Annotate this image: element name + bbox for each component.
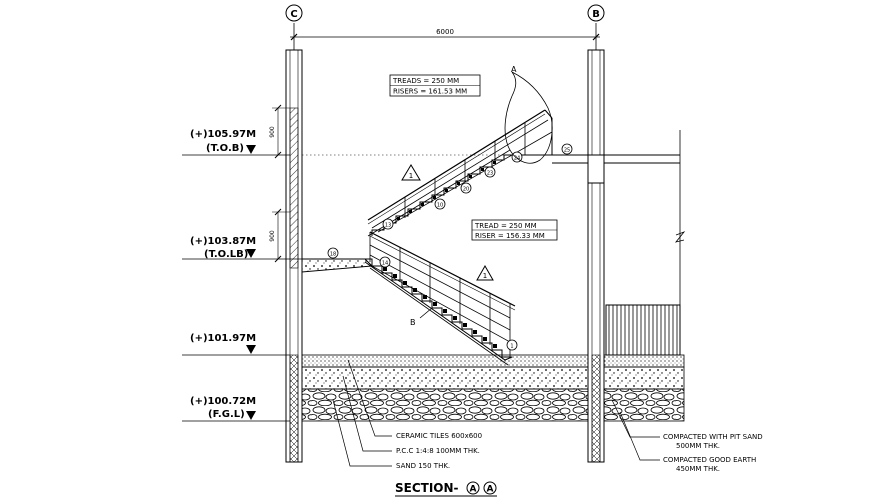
vertical-dimension-upper: 900 (269, 104, 290, 159)
material-leaders-right (611, 399, 660, 461)
span-dimension: 6000 (290, 28, 600, 41)
svg-text:1: 1 (409, 172, 413, 180)
step-marker: 25 (561, 143, 573, 155)
ground-floor-layers (301, 354, 685, 422)
grid-marker-c: C (285, 4, 303, 50)
level-marker-fgl: (+)100.72M (F.G.L) (182, 396, 290, 422)
svg-text:B: B (410, 318, 416, 327)
svg-text:20: 20 (463, 187, 469, 193)
svg-text:900: 900 (269, 230, 276, 242)
section-title: SECTION- A A (395, 481, 497, 497)
tread-note: TREAD = 250 MM (474, 222, 537, 230)
level-marker-tolb: (+)103.87M (T.O.LB) (182, 236, 302, 260)
risers-note: RISERS = 161.53 MM (393, 88, 467, 96)
svg-text:1: 1 (483, 272, 487, 280)
svg-text:(T.O.B): (T.O.B) (206, 143, 244, 154)
svg-text:900: 900 (269, 126, 276, 138)
grid-marker-b: B (587, 4, 605, 50)
svg-text:18: 18 (330, 252, 336, 258)
step-marker: 18 (327, 247, 339, 259)
svg-text:25: 25 (564, 148, 570, 154)
handrail-lower (369, 231, 516, 358)
svg-text:(+)105.97M: (+)105.97M (190, 129, 256, 140)
left-wall (285, 49, 303, 463)
material-leaders-left (332, 359, 392, 467)
svg-text:(T.O.LB): (T.O.LB) (204, 249, 248, 260)
material-note: CERAMIC TILES 600x600 (396, 432, 482, 440)
svg-text:(+)101.97M: (+)101.97M (190, 333, 256, 344)
riser-note: RISER = 156.33 MM (475, 232, 545, 240)
svg-text:13: 13 (385, 223, 391, 229)
svg-text:(+)103.87M: (+)103.87M (190, 236, 256, 247)
mid-landing (301, 258, 374, 273)
tread-riser-note-mid: TREAD = 250 MM RISER = 156.33 MM (471, 219, 558, 241)
callout-a: A (504, 65, 553, 164)
flight-mark-lower: 1 (476, 264, 494, 281)
material-note: COMPACTED WITH PIT SAND (663, 433, 763, 441)
flight-mark-upper: 1 (401, 164, 421, 181)
svg-text:A: A (511, 65, 517, 74)
boundary-railing (605, 304, 681, 356)
handrail-upper (367, 109, 553, 233)
svg-text:A: A (487, 485, 494, 495)
callout-b: B (410, 307, 433, 327)
grid-label-b: B (592, 9, 600, 20)
material-note: COMPACTED GOOD EARTH (663, 456, 756, 464)
svg-text:1: 1 (510, 344, 513, 350)
step-marker: 14 (379, 256, 391, 268)
level-marker-tob: (+)105.97M (T.O.B) (182, 129, 290, 156)
step-marker: 10 (434, 198, 446, 210)
treads-note: TREADS = 250 MM (392, 77, 459, 85)
step-marker: 23 (484, 166, 496, 178)
svg-text:(F.G.L): (F.G.L) (208, 409, 245, 420)
step-marker: 13 (382, 218, 394, 230)
material-note: P.C.C 1:4:8 100MM THK. (396, 447, 480, 455)
step-marker: 1 (506, 339, 518, 351)
svg-text:(+)100.72M: (+)100.72M (190, 396, 256, 407)
right-wall (587, 49, 605, 463)
material-note: SAND 150 THK. (396, 462, 450, 470)
svg-text:A: A (470, 485, 477, 495)
tread-riser-note-top: TREADS = 250 MM RISERS = 161.53 MM (389, 74, 481, 97)
span-dimension-text: 6000 (436, 28, 454, 36)
material-note: 500MM THK. (676, 442, 720, 450)
step-marker: 20 (460, 182, 472, 194)
svg-text:14: 14 (382, 261, 388, 267)
grid-label-c: C (290, 9, 297, 20)
svg-text:23: 23 (487, 171, 493, 177)
level-marker-floor: (+)101.97M (182, 333, 290, 356)
section-title-text: SECTION- (395, 481, 459, 495)
material-note: 450MM THK. (676, 465, 720, 473)
svg-text:10: 10 (437, 203, 443, 209)
